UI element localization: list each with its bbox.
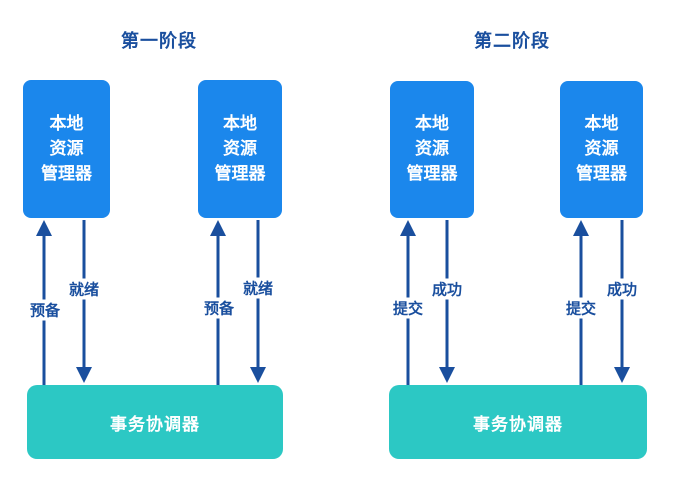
resource-manager-label-line1: 本地 (415, 114, 449, 134)
phase-1-resource-manager-2: 本地 资源 管理器 (198, 80, 282, 218)
resource-manager-label-line1: 本地 (584, 114, 619, 134)
phase-2-commit-label-1: 提交 (390, 297, 426, 319)
resource-manager-label-line1: 本地 (49, 113, 84, 134)
phase-2-success-label-2: 成功 (604, 278, 640, 300)
phase-1-prepare-label-2: 预备 (201, 297, 237, 319)
resource-manager-label-line3: 管理器 (41, 163, 92, 184)
resource-manager-label-line3: 管理器 (214, 163, 266, 184)
resource-manager-label-line1: 本地 (223, 113, 257, 134)
phase-2-success-label-1: 成功 (429, 278, 465, 300)
phase-2-transaction-coordinator: 事务协调器 (389, 385, 647, 459)
phase-2-success-arrow-1 (439, 220, 455, 385)
phase-2-resource-manager-2: 本地 资源 管理器 (560, 81, 643, 218)
resource-manager-label-line2: 资源 (415, 139, 449, 159)
phase-1-ready-arrow-2 (250, 220, 266, 385)
phase-2-success-arrow-2 (614, 220, 630, 385)
phase-1-ready-arrow-1 (76, 220, 92, 385)
phase-1-ready-label-2: 就绪 (240, 277, 276, 299)
phase-1-resource-manager-1: 本地 资源 管理器 (23, 80, 110, 218)
phase-1-transaction-coordinator: 事务协调器 (27, 385, 283, 459)
phase-1-ready-label-1: 就绪 (66, 278, 102, 300)
resource-manager-label-line3: 管理器 (576, 164, 627, 184)
resource-manager-label-line3: 管理器 (406, 164, 458, 184)
phase-1-prepare-label-1: 预备 (27, 299, 63, 321)
resource-manager-label-line2: 资源 (223, 138, 257, 159)
coordinator-label: 事务协调器 (110, 414, 200, 435)
coordinator-label: 事务协调器 (473, 414, 563, 435)
resource-manager-label-line2: 资源 (584, 139, 619, 159)
phase-2-title: 第二阶段 (474, 31, 550, 52)
phase-2-resource-manager-1: 本地 资源 管理器 (390, 81, 474, 218)
resource-manager-label-line2: 资源 (49, 138, 84, 159)
phase-2-commit-label-2: 提交 (563, 297, 599, 319)
phase-1-title: 第一阶段 (121, 31, 197, 52)
